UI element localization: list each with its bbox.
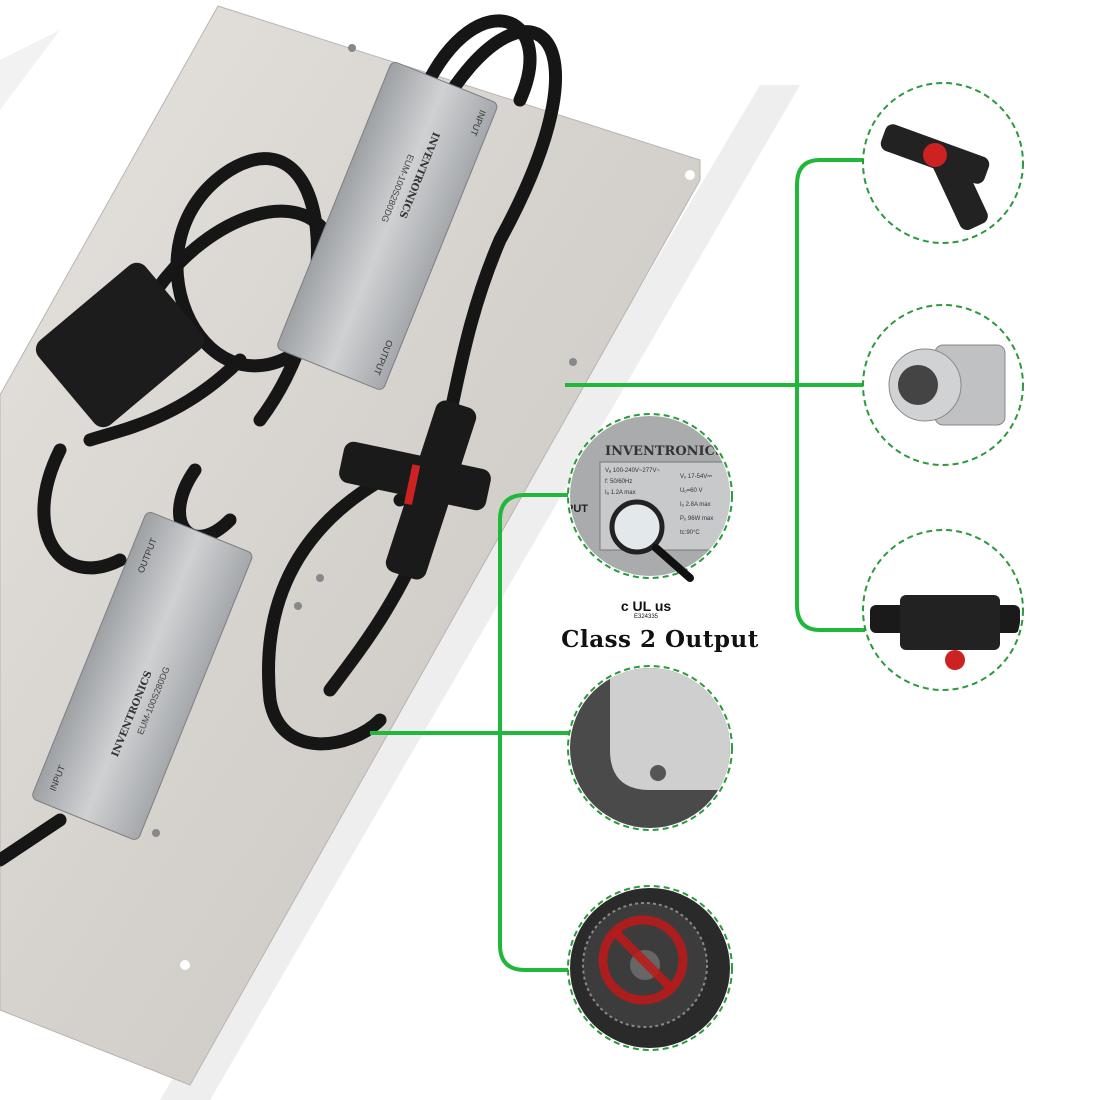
callout-t-connector [862, 82, 1024, 244]
ul-certification-mark: c UL us E324335 [620, 598, 672, 620]
power-cables [0, 14, 562, 867]
svg-text:INVENTRONICS®: INVENTRONICS® [605, 444, 737, 459]
prohibited-icon [598, 915, 688, 1005]
svg-text:PUT: PUT [566, 503, 588, 515]
callout-junction-box [862, 529, 1024, 691]
t-connector [339, 400, 491, 580]
callout-cable-gland [862, 304, 1024, 466]
svg-text:Iₒ 2.8A max: Iₒ 2.8A max [680, 502, 711, 508]
svg-text:Vₒ 17-54V⎓: Vₒ 17-54V⎓ [680, 474, 712, 480]
svg-text:Uₒ=60 V: Uₒ=60 V [680, 488, 702, 494]
callout-no-fan [567, 885, 733, 1051]
svg-text:Iₐ 1.2A max: Iₐ 1.2A max [605, 490, 636, 496]
callout-driver-label-zoom: INVENTRONICS® Vₐ 100-240V~277V~ f: 50/60… [566, 413, 737, 582]
callout-lines [370, 158, 865, 972]
svg-text:f: 50/60Hz: f: 50/60Hz [605, 479, 632, 485]
svg-text:Vₐ 100-240V~277V~: Vₐ 100-240V~277V~ [605, 468, 660, 474]
svg-text:tc:90°C: tc:90°C [680, 530, 700, 536]
led-driver-top: INVENTRONICS EUM-100S280DG INPUT OUTPUT [277, 61, 498, 390]
svg-text:Pₒ 96W max: Pₒ 96W max [680, 516, 713, 522]
led-driver-bottom: INVENTRONICS EUM-100S280DG INPUT OUTPUT [32, 511, 253, 840]
magnifier-icon [609, 499, 694, 582]
junction-box [35, 262, 205, 428]
callout-panel-edge [567, 665, 733, 831]
class-2-output-caption: Class 2 Output [561, 626, 759, 653]
